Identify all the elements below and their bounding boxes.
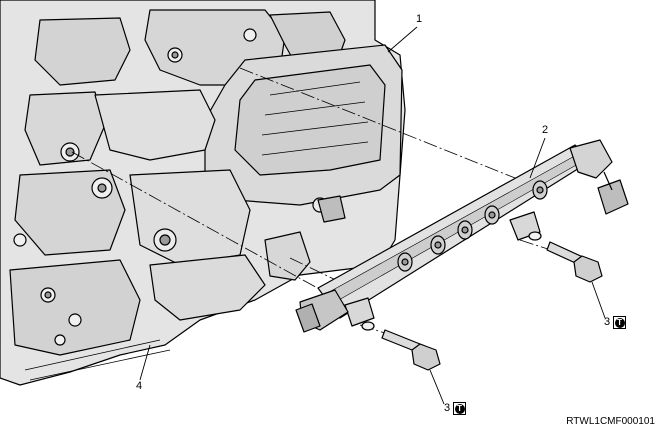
torque-icon: T [613, 316, 627, 329]
rail-bolt-upper [528, 231, 603, 283]
figure-code: RTWL1CMF000101 [566, 416, 655, 427]
leader-lines [139, 26, 606, 405]
torque-mark-lower: 3 T [444, 402, 467, 415]
engine-block [0, 0, 406, 386]
callout-engine-block: 1 [416, 13, 423, 25]
callout-rail-bolt: 3 [444, 402, 451, 414]
callout-rail-bolt: 3 [604, 316, 611, 328]
rail-bolt-lower [361, 321, 441, 371]
torque-mark-upper: 3 T [604, 316, 627, 329]
callout-common-rail: 2 [542, 124, 549, 136]
common-rail [295, 139, 629, 333]
torque-icon: T [453, 402, 467, 415]
callout-cylinder-body: 4 [136, 380, 143, 392]
